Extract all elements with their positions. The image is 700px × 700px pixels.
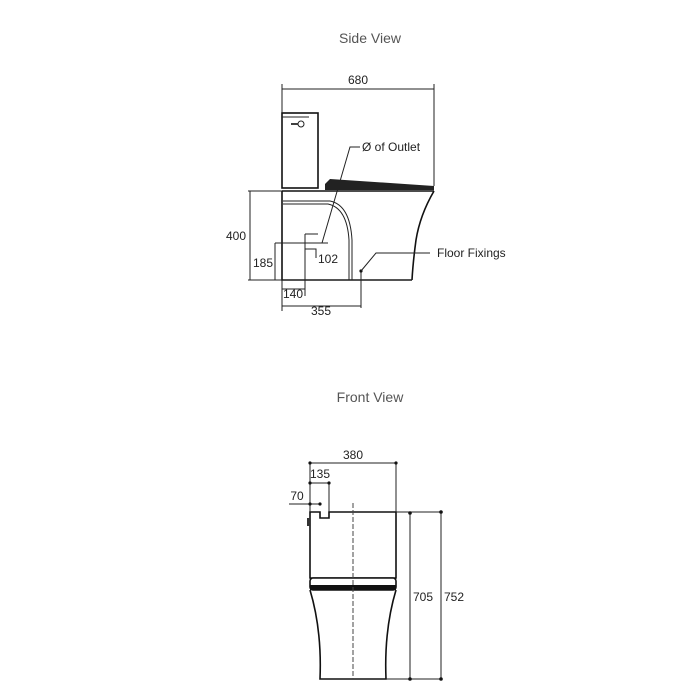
front-view-toilet [307, 503, 442, 680]
dim-102: 102 [318, 252, 338, 266]
dim-185: 185 [253, 256, 273, 270]
dim-400: 400 [226, 229, 246, 243]
front-view-dimensions: 380 135 70 705 752 [289, 448, 464, 681]
dim-705: 705 [413, 590, 433, 604]
flush-button-icon [291, 120, 305, 128]
dim-680: 680 [348, 73, 368, 87]
dim-355: 355 [311, 304, 331, 318]
outlet-label: Ø of Outlet [362, 140, 421, 154]
side-view-toilet [281, 112, 435, 281]
dim-70: 70 [290, 489, 304, 503]
floor-fixings-label: Floor Fixings [437, 246, 506, 260]
dim-380: 380 [343, 448, 363, 462]
dim-140: 140 [283, 287, 303, 301]
cistern [281, 112, 319, 189]
dim-135: 135 [310, 467, 330, 481]
front-view-title: Front View [337, 389, 405, 405]
dim-752: 752 [444, 590, 464, 604]
side-view-title: Side View [339, 30, 402, 46]
side-view-dimensions: 680 400 185 102 140 355 Ø of Outlet Floo… [226, 73, 506, 318]
seat [325, 179, 434, 190]
